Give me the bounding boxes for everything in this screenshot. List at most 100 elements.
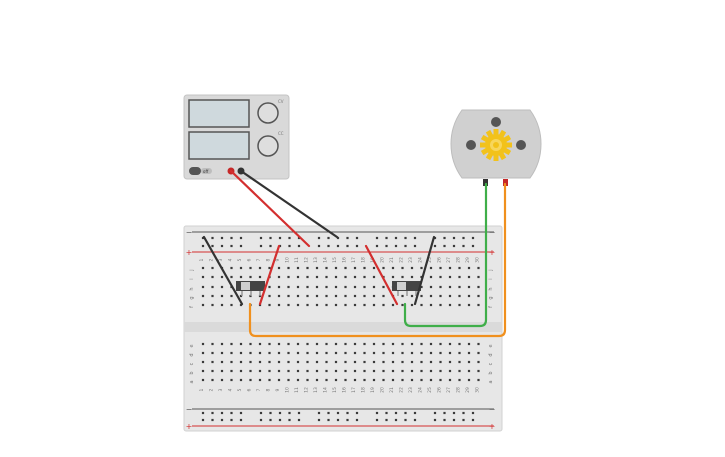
- breadboard-hole[interactable]: [372, 266, 376, 270]
- breadboard-hole[interactable]: [467, 294, 471, 298]
- breadboard-hole[interactable]: [439, 275, 442, 279]
- rail-hole[interactable]: [413, 418, 417, 422]
- rail-hole[interactable]: [471, 411, 475, 415]
- rail-hole[interactable]: [259, 244, 263, 248]
- breadboard-hole[interactable]: [372, 285, 376, 289]
- breadboard-hole[interactable]: [448, 378, 452, 382]
- breadboard-hole[interactable]: [211, 294, 214, 298]
- breadboard-hole[interactable]: [249, 378, 252, 382]
- breadboard-hole[interactable]: [268, 303, 271, 307]
- rail-hole[interactable]: [211, 244, 214, 248]
- breadboard-hole[interactable]: [448, 266, 452, 270]
- breadboard-hole[interactable]: [220, 351, 224, 355]
- breadboard-hole[interactable]: [315, 351, 319, 355]
- rail-hole[interactable]: [462, 236, 465, 240]
- rail-hole[interactable]: [355, 236, 359, 240]
- breadboard-hole[interactable]: [334, 285, 338, 289]
- rail-hole[interactable]: [375, 236, 379, 240]
- breadboard-hole[interactable]: [353, 342, 357, 346]
- breadboard-hole[interactable]: [429, 378, 433, 382]
- rail-hole[interactable]: [317, 244, 321, 248]
- breadboard-hole[interactable]: [477, 303, 480, 307]
- breadboard-hole[interactable]: [306, 303, 309, 307]
- breadboard-hole[interactable]: [344, 266, 347, 270]
- breadboard-hole[interactable]: [477, 378, 480, 382]
- breadboard-hole[interactable]: [363, 369, 366, 373]
- breadboard-hole[interactable]: [201, 303, 205, 307]
- switch-2-slider[interactable]: [397, 282, 406, 290]
- breadboard-hole[interactable]: [477, 360, 480, 364]
- rail-hole[interactable]: [288, 411, 291, 415]
- rail-hole[interactable]: [346, 411, 349, 415]
- breadboard-hole[interactable]: [420, 360, 423, 364]
- rail-hole[interactable]: [452, 418, 456, 422]
- breadboard-hole[interactable]: [344, 369, 347, 373]
- breadboard-hole[interactable]: [306, 369, 309, 373]
- breadboard-hole[interactable]: [448, 285, 452, 289]
- breadboard-hole[interactable]: [211, 369, 214, 373]
- breadboard-hole[interactable]: [344, 275, 347, 279]
- breadboard-hole[interactable]: [429, 266, 433, 270]
- rail-hole[interactable]: [201, 244, 205, 248]
- rail-hole[interactable]: [327, 244, 330, 248]
- rail-hole[interactable]: [278, 411, 282, 415]
- breadboard-hole[interactable]: [277, 369, 281, 373]
- breadboard-hole[interactable]: [201, 342, 205, 346]
- rail-hole[interactable]: [355, 418, 359, 422]
- rail-hole[interactable]: [327, 236, 330, 240]
- breadboard-hole[interactable]: [420, 266, 423, 270]
- breadboard-hole[interactable]: [382, 285, 385, 289]
- breadboard-hole[interactable]: [420, 342, 423, 346]
- breadboard-hole[interactable]: [277, 342, 281, 346]
- breadboard-hole[interactable]: [363, 266, 366, 270]
- breadboard-hole[interactable]: [287, 351, 290, 355]
- breadboard-hole[interactable]: [220, 285, 224, 289]
- breadboard-hole[interactable]: [211, 266, 214, 270]
- breadboard-hole[interactable]: [344, 378, 347, 382]
- breadboard-hole[interactable]: [429, 360, 433, 364]
- breadboard-hole[interactable]: [467, 351, 471, 355]
- breadboard-hole[interactable]: [230, 275, 233, 279]
- breadboard-hole[interactable]: [477, 351, 480, 355]
- breadboard-hole[interactable]: [477, 294, 480, 298]
- rail-hole[interactable]: [385, 418, 388, 422]
- breadboard-hole[interactable]: [258, 275, 262, 279]
- breadboard-hole[interactable]: [458, 285, 461, 289]
- breadboard-hole[interactable]: [315, 275, 319, 279]
- rail-hole[interactable]: [394, 411, 398, 415]
- rail-hole[interactable]: [317, 411, 321, 415]
- breadboard-hole[interactable]: [477, 266, 480, 270]
- rail-hole[interactable]: [297, 244, 301, 248]
- rail-hole[interactable]: [471, 236, 475, 240]
- breadboard-hole[interactable]: [420, 378, 423, 382]
- breadboard-hole[interactable]: [363, 360, 366, 364]
- rail-hole[interactable]: [239, 418, 243, 422]
- breadboard-hole[interactable]: [391, 342, 395, 346]
- breadboard-hole[interactable]: [296, 303, 300, 307]
- breadboard-hole[interactable]: [249, 342, 252, 346]
- breadboard-hole[interactable]: [287, 275, 290, 279]
- rail-hole[interactable]: [404, 418, 407, 422]
- rail-hole[interactable]: [259, 418, 263, 422]
- breadboard-hole[interactable]: [230, 378, 233, 382]
- rail-hole[interactable]: [462, 418, 465, 422]
- breadboard-hole[interactable]: [458, 294, 461, 298]
- rail-hole[interactable]: [220, 244, 224, 248]
- rail-hole[interactable]: [462, 244, 465, 248]
- rail-hole[interactable]: [413, 411, 417, 415]
- breadboard-hole[interactable]: [211, 303, 214, 307]
- breadboard-hole[interactable]: [353, 369, 357, 373]
- breadboard-hole[interactable]: [458, 360, 461, 364]
- breadboard-hole[interactable]: [429, 303, 433, 307]
- wire-motor-orange[interactable]: [248, 182, 507, 338]
- voltage-knob[interactable]: [257, 102, 279, 124]
- breadboard-hole[interactable]: [211, 360, 214, 364]
- breadboard-hole[interactable]: [410, 266, 414, 270]
- breadboard-hole[interactable]: [401, 360, 404, 364]
- breadboard-hole[interactable]: [391, 360, 395, 364]
- slide-switch-1[interactable]: [236, 281, 265, 296]
- breadboard-hole[interactable]: [477, 369, 480, 373]
- wire-supply-positive[interactable]: [229, 169, 311, 248]
- breadboard-hole[interactable]: [401, 266, 404, 270]
- breadboard-hole[interactable]: [296, 369, 300, 373]
